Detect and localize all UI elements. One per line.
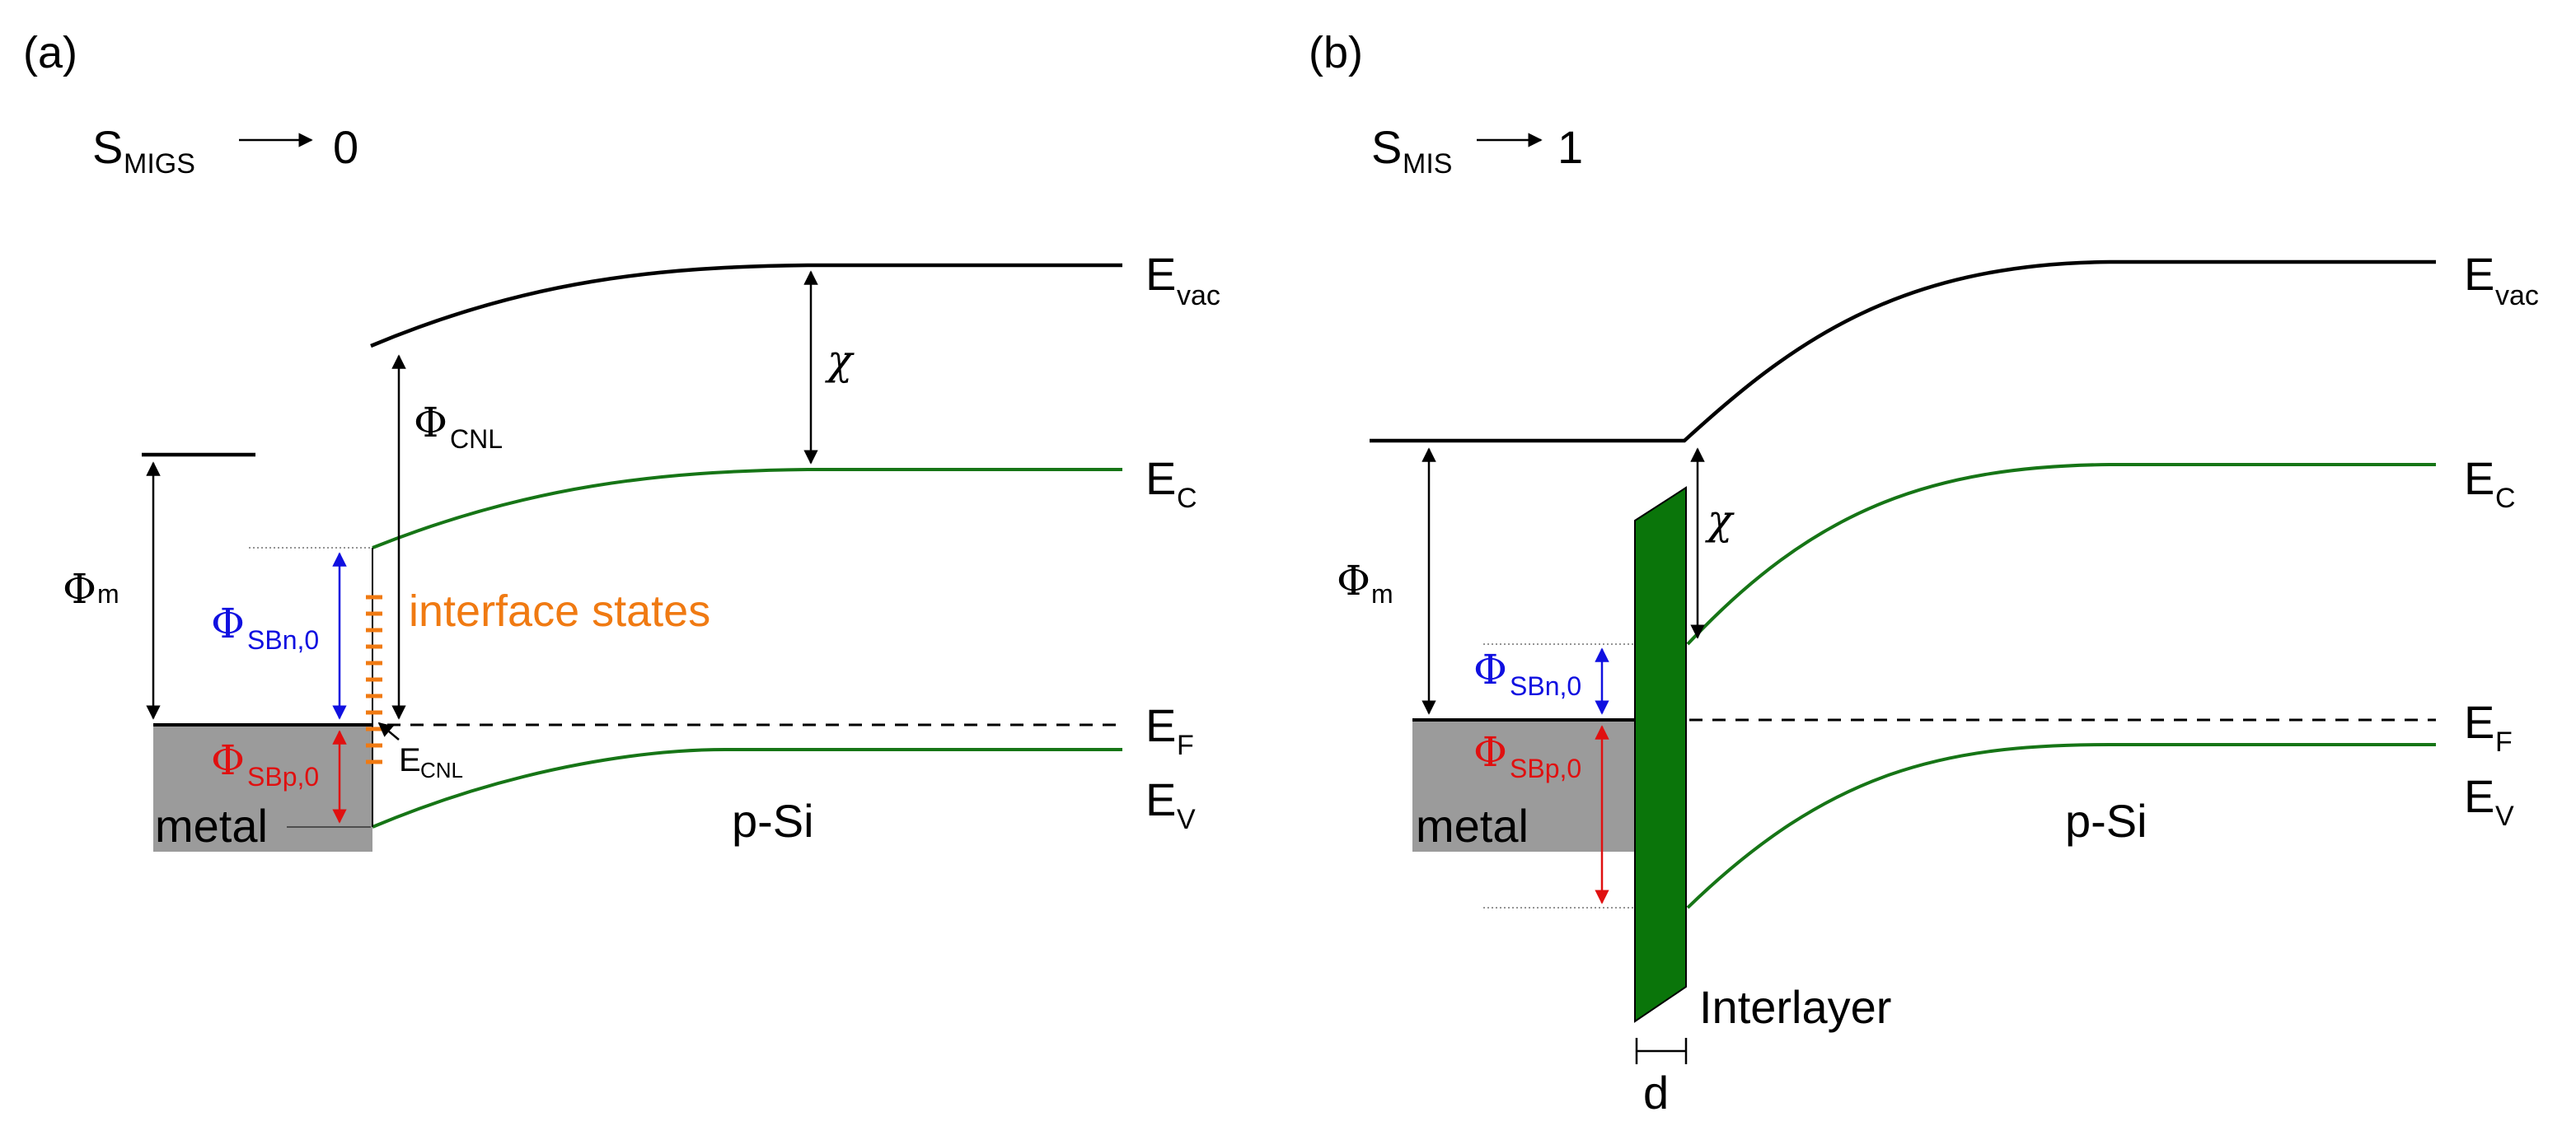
panel-a-interface-states-label: interface states xyxy=(409,586,710,636)
panel-b-ev-symbol: E xyxy=(2464,770,2494,822)
panel-a: (a) S MIGS 0 metal Φ m xyxy=(23,28,1220,852)
panel-a-phi-cnl-sub: CNL xyxy=(450,424,503,454)
panel-a-ef-symbol: E xyxy=(1145,699,1176,751)
panel-b-evac-sub: vac xyxy=(2495,280,2539,311)
panel-a-ec-symbol: E xyxy=(1145,452,1176,504)
panel-b-evac-curve xyxy=(1370,259,2436,443)
panel-a-interface-states-marks xyxy=(366,595,382,764)
panel-a-label: (a) xyxy=(23,28,77,77)
panel-a-s-value: 0 xyxy=(333,121,358,173)
panel-b-semiconductor-label: p-Si xyxy=(2065,795,2147,847)
panel-b-phi-sbn-sub: SBn,0 xyxy=(1510,671,1581,701)
panel-a-phi-m-sub: m xyxy=(97,579,119,609)
panel-a-chi-label: χ xyxy=(825,336,855,384)
panel-b-ev-sub: V xyxy=(2495,801,2514,832)
panel-a-metal-label: metal xyxy=(155,800,268,852)
panel-a-evac-curve xyxy=(370,263,1122,348)
panel-b: (b) S MIS 1 metal Φ m Interlayer xyxy=(1309,28,2539,1119)
panel-a-ec-sub: C xyxy=(1177,483,1197,514)
panel-b-evac-symbol: E xyxy=(2464,248,2494,300)
panel-b-thickness-label: d xyxy=(1643,1067,1669,1119)
panel-b-phi-sbp-sub: SBp,0 xyxy=(1510,754,1581,783)
panel-b-ev-curve xyxy=(1686,743,2436,909)
panel-b-label: (b) xyxy=(1309,28,1363,77)
panel-b-phi-m-symbol: Φ xyxy=(1337,557,1370,605)
panel-b-metal-label: metal xyxy=(1416,800,1529,852)
panel-a-phi-m-symbol: Φ xyxy=(63,565,96,613)
panel-a-phi-sbn-symbol: Φ xyxy=(211,600,245,647)
panel-b-ec-symbol: E xyxy=(2464,452,2494,504)
panel-a-evac-sub: vac xyxy=(1177,280,1220,311)
panel-b-phi-sbn-symbol: Φ xyxy=(1473,646,1507,694)
panel-b-ef-sub: F xyxy=(2495,727,2513,758)
panel-b-phi-m-sub: m xyxy=(1371,579,1393,609)
panel-b-chi-label: χ xyxy=(1705,496,1735,544)
panel-a-semiconductor-label: p-Si xyxy=(732,795,814,847)
panel-b-phi-sbp-symbol: Φ xyxy=(1473,728,1507,776)
panel-b-thickness-bracket xyxy=(1635,1038,1688,1064)
panel-b-ef-symbol: E xyxy=(2464,696,2494,748)
panel-a-ev-curve xyxy=(372,748,1122,829)
panel-a-s-symbol: S xyxy=(92,121,123,173)
panel-b-s-sub: MIS xyxy=(1403,148,1452,180)
panel-a-phi-cnl-symbol: Φ xyxy=(414,399,447,446)
panel-a-ec-curve xyxy=(372,468,1122,549)
panel-a-ecnl-symbol: E xyxy=(399,742,421,778)
panel-a-s-sub: MIGS xyxy=(124,148,195,180)
panel-b-s-symbol: S xyxy=(1371,121,1402,173)
panel-b-s-parameter: S MIS 1 xyxy=(1371,121,1583,180)
panel-a-phi-sbn-sub: SBn,0 xyxy=(247,625,319,655)
panel-a-phi-sbp-symbol: Φ xyxy=(211,736,245,784)
panel-a-ecnl-pointer xyxy=(377,722,400,741)
panel-b-ec-sub: C xyxy=(2495,483,2516,514)
panel-a-phi-sbp-sub: SBp,0 xyxy=(247,762,319,792)
panel-a-ev-symbol: E xyxy=(1145,773,1176,825)
panel-a-ev-sub: V xyxy=(1177,804,1196,835)
panel-a-ef-sub: F xyxy=(1177,730,1194,761)
panel-b-interlayer-label: Interlayer xyxy=(1699,981,1891,1033)
panel-b-s-value: 1 xyxy=(1557,121,1583,173)
panel-a-ecnl-sub: CNL xyxy=(420,758,463,783)
panel-b-interlayer xyxy=(1634,486,1687,1023)
panel-a-s-parameter: S MIGS 0 xyxy=(92,121,358,180)
panel-a-evac-symbol: E xyxy=(1145,248,1176,300)
panel-b-ec-curve xyxy=(1686,463,2436,646)
